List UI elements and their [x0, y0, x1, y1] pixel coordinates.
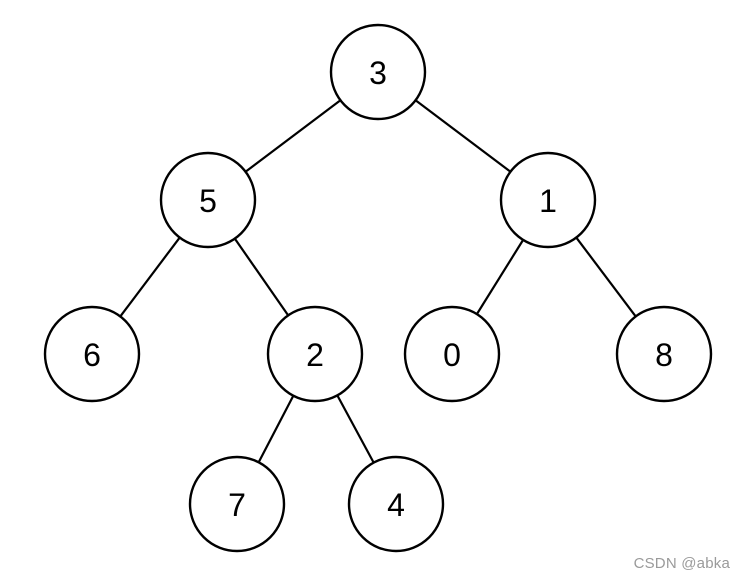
tree-edges [119, 99, 637, 464]
edge-1-8 [575, 236, 637, 318]
node-circle [403, 305, 501, 403]
node-circle [615, 305, 713, 403]
tree-node-1: 1 [499, 151, 597, 249]
node-label: 0 [443, 337, 461, 373]
node-label: 3 [369, 55, 387, 91]
edge-3-5 [244, 99, 342, 173]
edge-5-2 [233, 237, 290, 317]
tree-node-5: 5 [159, 151, 257, 249]
node-label: 1 [539, 183, 557, 219]
node-circle [266, 305, 364, 403]
edge-3-1 [414, 99, 512, 173]
edge-1-0 [475, 239, 525, 315]
node-label: 5 [199, 183, 217, 219]
node-label: 4 [387, 487, 405, 523]
node-circle [329, 23, 427, 121]
node-circle [159, 151, 257, 249]
edge-2-7 [257, 395, 295, 463]
tree-node-8: 8 [615, 305, 713, 403]
edge-2-4 [336, 394, 375, 464]
node-label: 6 [83, 337, 101, 373]
tree-node-2: 2 [266, 305, 364, 403]
node-circle [43, 305, 141, 403]
tree-nodes: 3 5 1 6 2 0 8 7 4 [43, 23, 713, 553]
node-label: 8 [655, 337, 673, 373]
tree-node-7: 7 [188, 455, 286, 553]
node-label: 7 [228, 487, 246, 523]
watermark: CSDN @abka [633, 555, 730, 572]
node-circle [499, 151, 597, 249]
node-label: 2 [306, 337, 324, 373]
node-circle [347, 455, 445, 553]
node-circle [188, 455, 286, 553]
tree-node-0: 0 [403, 305, 501, 403]
tree-node-6: 6 [43, 305, 141, 403]
edge-5-6 [119, 236, 181, 318]
tree-node-3: 3 [329, 23, 427, 121]
tree-node-4: 4 [347, 455, 445, 553]
